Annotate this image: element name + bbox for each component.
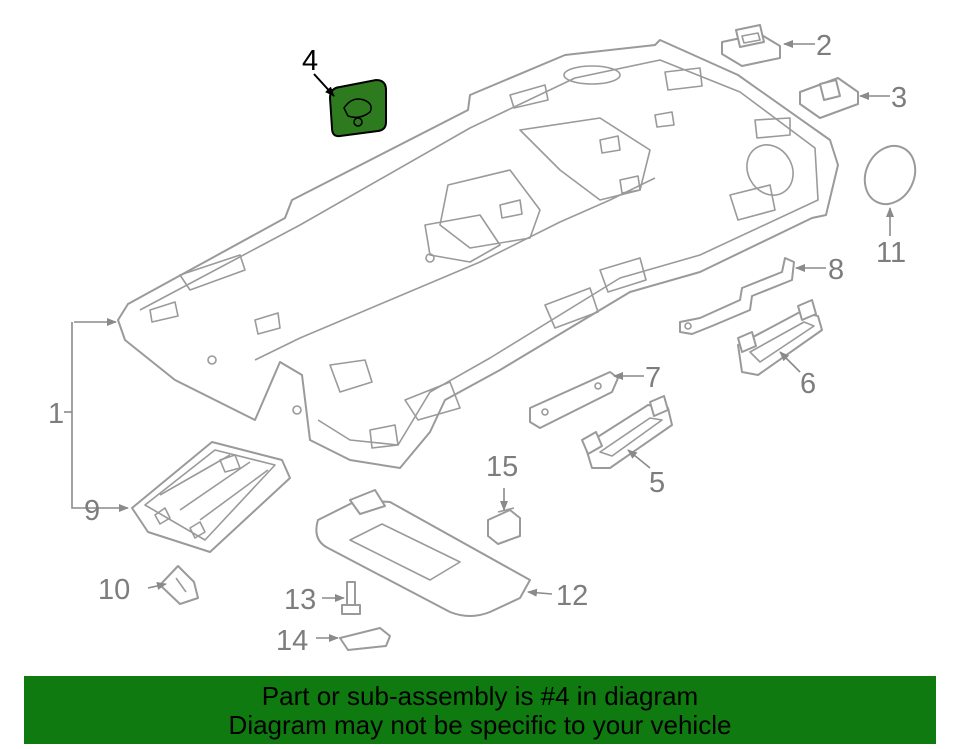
callout-labels: 1 2 3 4 5 6 7 8 9 10 11 12 13 14 15 bbox=[48, 30, 907, 657]
part-11-ring bbox=[863, 144, 917, 206]
info-banner: Part or sub-assembly is #4 in diagram Di… bbox=[24, 676, 936, 744]
callout-13: 13 bbox=[284, 584, 316, 616]
headliner-panel bbox=[117, 39, 839, 469]
part-13-bolt bbox=[341, 581, 361, 615]
part-6-grab-handle bbox=[737, 299, 823, 376]
callout-6: 6 bbox=[800, 368, 816, 400]
callout-11: 11 bbox=[876, 237, 906, 269]
parts-diagram: 1 2 3 4 5 6 7 8 9 10 11 12 13 14 15 bbox=[48, 24, 917, 657]
callout-15: 15 bbox=[486, 451, 518, 483]
leader-lines bbox=[64, 40, 894, 642]
part-10-clip bbox=[159, 565, 199, 605]
callout-3: 3 bbox=[891, 82, 907, 114]
part-4-highlighted bbox=[328, 78, 387, 138]
part-5-grab-handle bbox=[581, 395, 673, 469]
banner-line-2: Diagram may not be specific to your vehi… bbox=[228, 710, 732, 740]
callout-4: 4 bbox=[302, 45, 318, 77]
part-12-sun-visor bbox=[315, 489, 531, 617]
callout-5: 5 bbox=[649, 467, 665, 499]
banner-line-1: Part or sub-assembly is #4 in diagram bbox=[261, 681, 699, 711]
callout-14: 14 bbox=[276, 625, 308, 657]
part-14-cover bbox=[339, 627, 391, 651]
part-8-wire-bracket bbox=[679, 257, 795, 335]
part-7-strip bbox=[529, 371, 619, 429]
part-9-console bbox=[131, 441, 291, 553]
callout-1: 1 bbox=[48, 398, 64, 430]
callout-12: 12 bbox=[556, 580, 588, 612]
part-3-bracket bbox=[799, 77, 859, 119]
callout-8: 8 bbox=[828, 254, 844, 286]
callout-9: 9 bbox=[84, 495, 100, 527]
part-15-clip bbox=[487, 507, 521, 545]
callout-7: 7 bbox=[645, 362, 661, 394]
callout-10: 10 bbox=[98, 574, 130, 606]
callout-2: 2 bbox=[816, 30, 832, 62]
part-2-clip bbox=[721, 24, 781, 67]
